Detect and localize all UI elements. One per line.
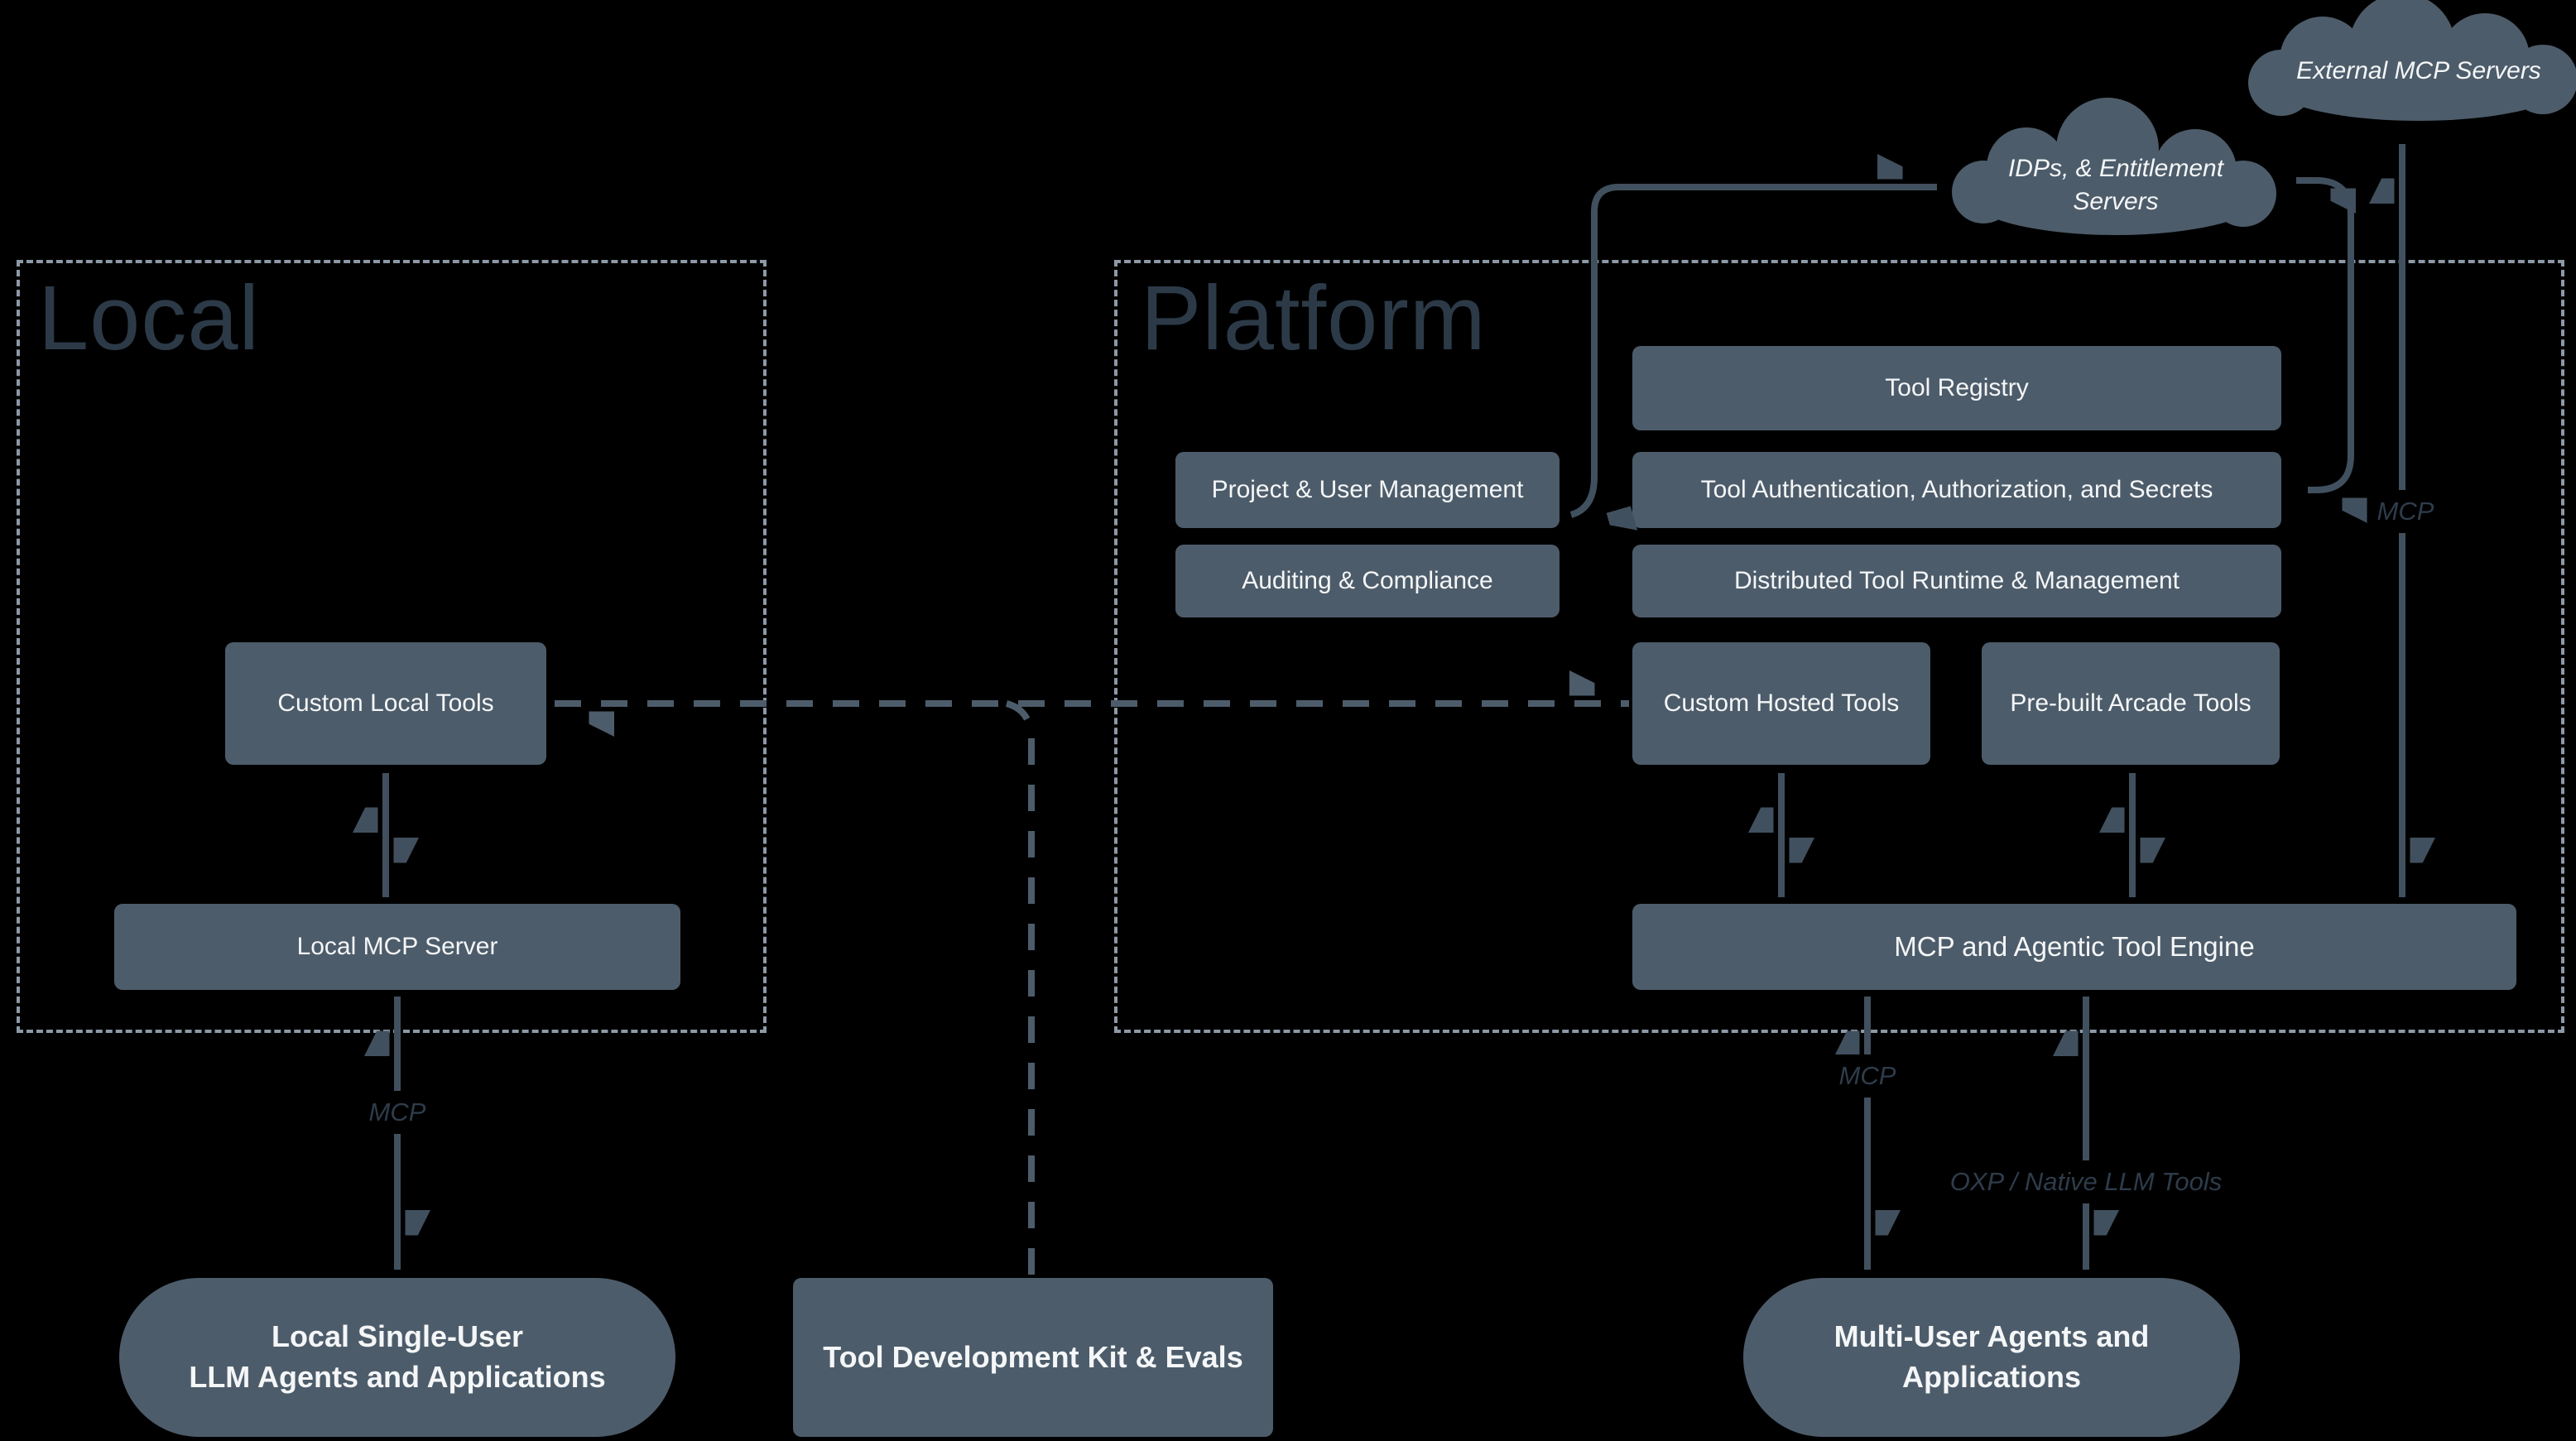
idps-label-line1: IDPs, & Entitlement — [2007, 154, 2224, 182]
dashed-branch-to-tdk — [1005, 700, 1035, 1275]
node-auditing-compliance: Auditing & Compliance — [1175, 545, 1560, 617]
edge-label-mcp-engine: MCP — [1829, 1054, 1906, 1098]
multi-agents-line1: Multi-User Agents and — [1833, 1319, 2150, 1354]
node-multi-user-agents: Multi-User Agents and Applications — [1743, 1278, 2240, 1437]
edge-label-mcp-local: MCP — [358, 1091, 436, 1134]
node-local-single-user-agents: Local Single-User LLM Agents and Applica… — [119, 1278, 675, 1437]
idps-label-line2: Servers — [2073, 188, 2159, 215]
node-project-user-management: Project & User Management — [1175, 452, 1560, 528]
local-agents-line1: Local Single-User — [271, 1319, 524, 1354]
local-region-title: Local — [38, 267, 260, 369]
platform-region-title: Platform — [1141, 267, 1487, 369]
node-custom-local-tools: Custom Local Tools — [225, 642, 546, 765]
node-tool-development-kit: Tool Development Kit & Evals — [793, 1278, 1273, 1437]
node-prebuilt-arcade-tools: Pre-built Arcade Tools — [1982, 642, 2280, 765]
node-custom-hosted-tools: Custom Hosted Tools — [1632, 642, 1930, 765]
idps-entitlement-label: IDPs, & Entitlement Servers — [1983, 142, 2248, 228]
node-distributed-tool-runtime: Distributed Tool Runtime & Management — [1632, 545, 2281, 617]
connector-project-mgmt-to-idps-cloud — [1569, 187, 1937, 515]
connector-idps-cloud-to-tool-auth — [2296, 177, 2351, 490]
node-mcp-agentic-tool-engine: MCP and Agentic Tool Engine — [1632, 904, 2516, 990]
multi-agents-line2: Applications — [1901, 1360, 2082, 1394]
idps-entitlement-cloud — [1952, 98, 2276, 235]
external-mcp-servers-label: External MCP Servers — [2296, 56, 2541, 84]
edge-label-oxp-native-llm-tools: OXP / Native LLM Tools — [1939, 1160, 2232, 1203]
external-mcp-servers-cloud — [2248, 0, 2576, 121]
edge-label-mcp-external: MCP — [2367, 490, 2444, 533]
node-local-mcp-server: Local MCP Server — [114, 904, 680, 990]
local-agents-line2: LLM Agents and Applications — [189, 1360, 606, 1394]
